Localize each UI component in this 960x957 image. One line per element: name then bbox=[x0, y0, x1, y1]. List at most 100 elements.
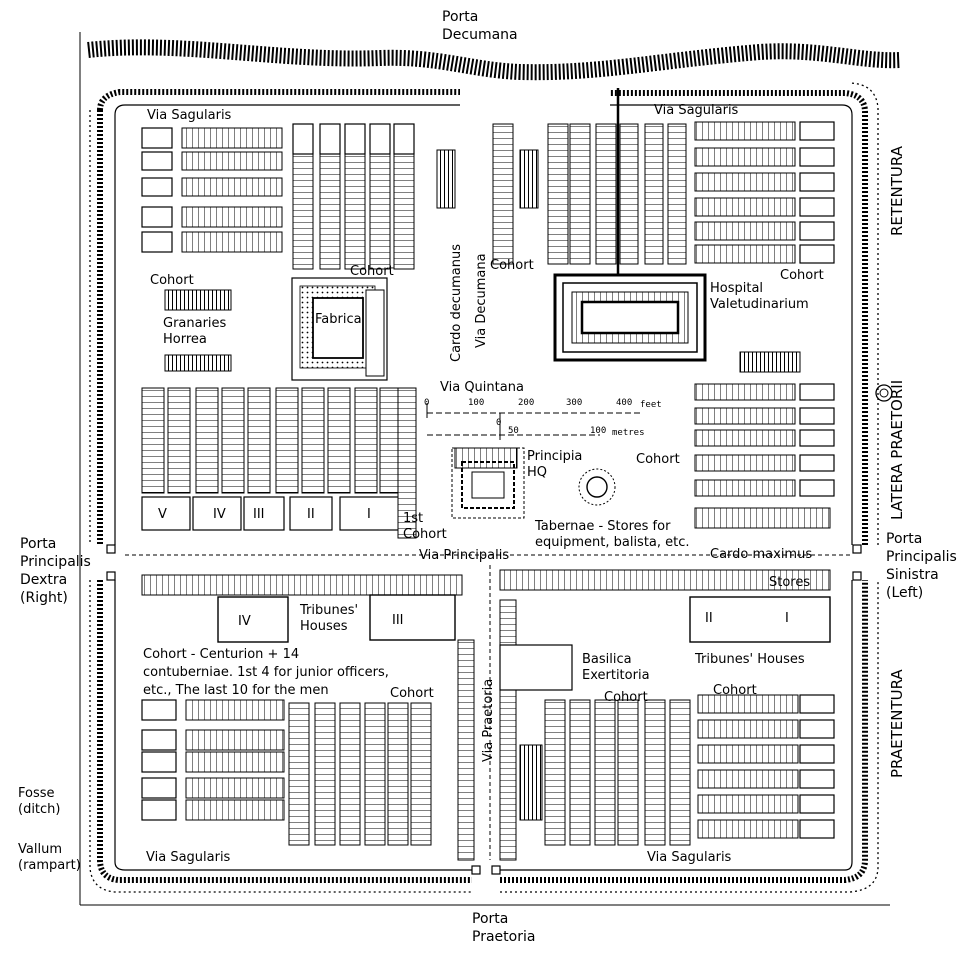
cohort-label-8: Cohort bbox=[713, 683, 757, 698]
via-praetoria-label: Via Praetoria bbox=[481, 678, 496, 762]
barrack-block bbox=[669, 699, 691, 846]
gate-markers bbox=[106, 544, 862, 875]
barrack-block bbox=[619, 123, 639, 265]
stores-label: Stores bbox=[769, 575, 811, 590]
officer-quarters bbox=[799, 479, 835, 497]
principia-building bbox=[451, 447, 525, 519]
tribunes-house bbox=[689, 596, 831, 643]
first-cohort-label: 1st Cohort bbox=[403, 511, 447, 542]
via-principalis-label: Via Principalis bbox=[419, 548, 510, 563]
barrack-block bbox=[181, 177, 283, 197]
cardo-decumanus-label: Cardo decumanus bbox=[449, 243, 464, 362]
barrack-block bbox=[141, 574, 463, 596]
tabernae-shrine bbox=[578, 468, 616, 506]
barrack-block bbox=[499, 599, 517, 861]
cohort-label-3: Cohort bbox=[490, 258, 534, 273]
barrack-block bbox=[694, 172, 796, 192]
vallum-label: Vallum (rampart) bbox=[18, 842, 81, 873]
scale-feet-tick: 300 bbox=[566, 398, 583, 408]
fabrica-label: Fabrica bbox=[315, 312, 362, 327]
retentura-label: RETENTURA bbox=[888, 146, 906, 236]
officer-quarters bbox=[799, 454, 835, 472]
barrack-block bbox=[694, 454, 796, 472]
officer-quarters bbox=[141, 151, 173, 171]
barrack-block bbox=[499, 569, 831, 591]
via-sagularis-label-bl: Via Sagularis bbox=[146, 850, 231, 865]
barrack-block bbox=[694, 197, 796, 217]
scale-feet-tick: 200 bbox=[518, 398, 535, 408]
barrack-block bbox=[694, 479, 796, 497]
barrack-block bbox=[454, 447, 518, 469]
barrack-block bbox=[492, 123, 514, 265]
latera-praetorii-label: LATERA PRAETORII bbox=[888, 379, 906, 520]
cohort-hq-block bbox=[192, 496, 242, 531]
cohort-numeral-iv: IV bbox=[213, 507, 226, 522]
barrack-block bbox=[301, 387, 325, 494]
barrack-block bbox=[457, 639, 475, 861]
barrack-block bbox=[697, 719, 799, 739]
officer-quarters bbox=[369, 123, 391, 155]
cardo-maximus-label: Cardo maximus bbox=[710, 547, 813, 562]
via-principalis-line bbox=[125, 554, 850, 860]
praetentura-label: PRAETENTURA bbox=[888, 669, 906, 778]
barrack-block bbox=[667, 123, 687, 265]
barrack-block bbox=[569, 123, 591, 265]
officer-quarters bbox=[799, 147, 835, 167]
barrack-block bbox=[617, 699, 639, 846]
granaries bbox=[164, 289, 232, 372]
barrack-block bbox=[644, 123, 664, 265]
porta-sinistra-label: Porta Principalis Sinistra (Left) bbox=[886, 531, 957, 601]
barrack-block bbox=[694, 429, 796, 447]
cohort-label-5: Cohort bbox=[636, 452, 680, 467]
tribune-numeral-iv: IV bbox=[238, 614, 251, 629]
barrack-block bbox=[694, 121, 796, 141]
via-decumana-label: Via Decumana bbox=[474, 253, 489, 348]
barrack-block bbox=[364, 702, 386, 846]
via-sagularis-label-tl: Via Sagularis bbox=[147, 108, 232, 123]
cohort-hq-block bbox=[289, 496, 333, 531]
barrack-block bbox=[181, 231, 283, 253]
officer-quarters bbox=[799, 769, 835, 789]
officer-quarters bbox=[141, 699, 177, 721]
latera-praetorii-emblem bbox=[875, 384, 893, 402]
cohort-label-1: Cohort bbox=[150, 273, 194, 288]
cohort-label-2: Cohort bbox=[350, 264, 394, 279]
officer-quarters bbox=[799, 429, 835, 447]
officer-quarters bbox=[799, 744, 835, 764]
barrack-block bbox=[185, 751, 285, 773]
officer-quarters bbox=[141, 729, 177, 751]
granary bbox=[519, 149, 539, 209]
officer-quarters bbox=[799, 221, 835, 241]
fosse-label: Fosse (ditch) bbox=[18, 786, 61, 817]
barrack-block bbox=[410, 702, 432, 846]
basilica-label: Basilica Exertitoria bbox=[582, 652, 650, 683]
officer-quarters bbox=[393, 123, 415, 155]
officer-quarters bbox=[799, 244, 835, 264]
scale-feet-tick: 0 bbox=[424, 398, 430, 408]
cohort-hq-block bbox=[141, 496, 191, 531]
tribune-numeral-iii: III bbox=[392, 613, 404, 628]
cohort-numeral-i: I bbox=[367, 507, 371, 522]
scale-metre-tick: 100 bbox=[590, 426, 607, 436]
officer-quarters bbox=[799, 383, 835, 401]
barrack-blocks bbox=[141, 121, 835, 861]
barrack-block bbox=[181, 127, 283, 149]
hospital-building bbox=[553, 273, 707, 362]
barrack-block bbox=[569, 699, 591, 846]
barrack-block bbox=[141, 387, 165, 494]
officer-quarters bbox=[141, 206, 173, 228]
barrack-block bbox=[185, 699, 285, 721]
barrack-block bbox=[697, 769, 799, 789]
officer-quarters bbox=[799, 694, 835, 714]
barrack-block bbox=[644, 699, 666, 846]
barrack-block bbox=[594, 699, 616, 846]
barrack-block bbox=[547, 123, 569, 265]
officer-quarters bbox=[141, 751, 177, 773]
officer-quarters bbox=[799, 197, 835, 217]
officer-quarters bbox=[799, 719, 835, 739]
cohort-label-6: Cohort bbox=[390, 686, 434, 701]
barrack-block bbox=[697, 744, 799, 764]
scale-feet-unit: feet bbox=[640, 400, 662, 410]
barrack-block bbox=[339, 702, 361, 846]
barrack-block bbox=[185, 729, 285, 751]
